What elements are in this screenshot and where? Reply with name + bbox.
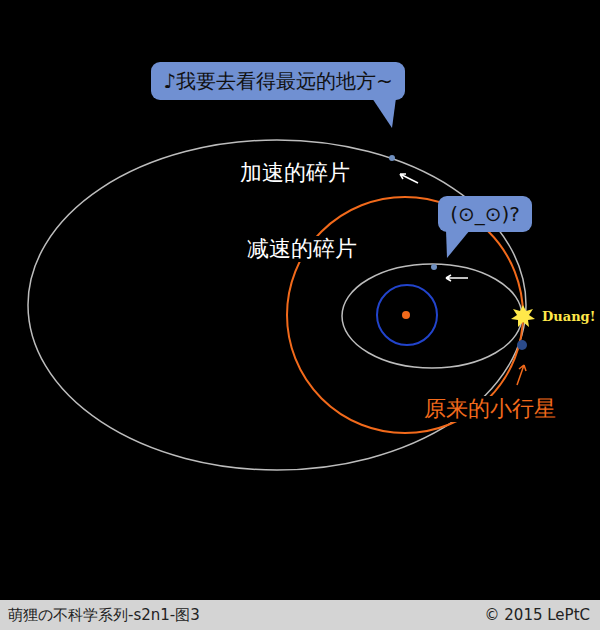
sun-region — [377, 285, 437, 345]
small-orbit — [342, 264, 522, 368]
asteroid-label: 原来的小行星 — [422, 396, 558, 422]
impact-sound: Duang! — [540, 309, 597, 325]
arrow — [517, 365, 526, 385]
fragment-label: 加速的碎片 — [238, 160, 352, 186]
bubble-text: (⊙_⊙)? — [450, 202, 520, 226]
callout-tail — [446, 230, 470, 258]
fast-fragment — [389, 155, 395, 161]
fragment-label: 减速的碎片 — [245, 236, 359, 262]
arrow — [400, 174, 418, 183]
arrow — [446, 275, 468, 281]
impact-star — [511, 305, 535, 327]
speech-bubble: ♪我要去看得最远的地方~ — [151, 62, 405, 100]
callout-tail — [372, 98, 396, 128]
bubble-text: ♪我要去看得最远的地方~ — [163, 68, 393, 95]
copyright: © 2015 LePtC — [483, 606, 592, 624]
sun — [402, 311, 410, 319]
slow-fragment — [431, 264, 437, 270]
series-title: 萌狸の不科学系列-s2n1-图3 — [6, 606, 202, 624]
asteroid-arrow — [517, 365, 526, 385]
asteroid — [517, 340, 527, 350]
speech-bubble: (⊙_⊙)? — [438, 196, 532, 232]
